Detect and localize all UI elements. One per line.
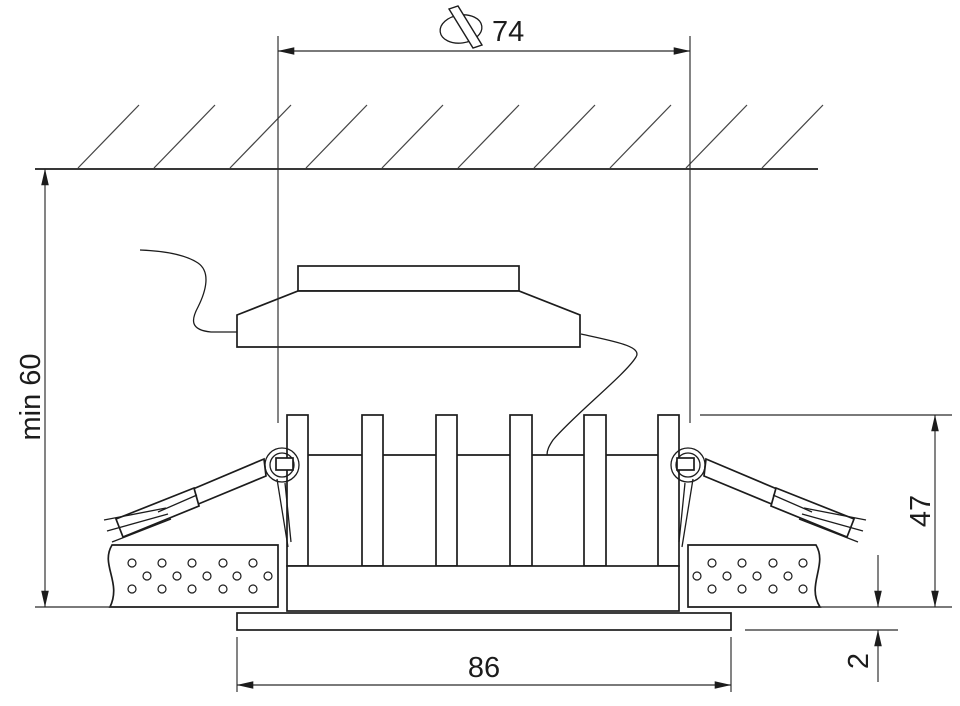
dimension-cutout-diameter: 74 bbox=[277, 5, 691, 423]
spring-clip-left bbox=[103, 447, 300, 548]
trim-flange bbox=[236, 612, 732, 631]
clip-pivot-block bbox=[275, 457, 294, 471]
driver-to-lamp-wire bbox=[546, 333, 638, 456]
hatch-pattern bbox=[77, 104, 824, 169]
dimension-min-recess-depth: min 60 bbox=[15, 168, 113, 608]
clip-arm bbox=[703, 457, 778, 507]
dimension-trim-protrusion: 2 bbox=[745, 555, 898, 682]
clip-plate bbox=[114, 486, 201, 539]
clip-spring-fingers bbox=[103, 507, 172, 543]
clip-pivot-outer bbox=[670, 447, 706, 483]
trim-protrusion-label: 2 bbox=[843, 653, 875, 669]
drill-hole-diameter-icon bbox=[439, 5, 484, 49]
board-texture-dots bbox=[127, 558, 273, 594]
ceiling-board-left bbox=[107, 544, 279, 608]
flange-diameter-label: 86 bbox=[468, 652, 500, 684]
clip-pivot-block bbox=[676, 457, 695, 471]
clip-pivot-inner bbox=[269, 452, 295, 478]
ceiling-structure-section bbox=[35, 104, 824, 170]
clip-pivot-outer bbox=[264, 447, 300, 483]
lamp-housing bbox=[286, 565, 680, 612]
luminaire-body bbox=[236, 414, 732, 631]
clip-arm bbox=[192, 457, 267, 507]
clip-plate bbox=[769, 486, 856, 539]
heatsink-fins bbox=[286, 414, 680, 567]
spring-clip-right bbox=[670, 447, 867, 548]
housing-height-label: 47 bbox=[905, 495, 937, 527]
min-recess-depth-label: min 60 bbox=[15, 353, 47, 440]
dimension-flange-diameter: 86 bbox=[236, 637, 732, 692]
board-texture-dots bbox=[692, 558, 808, 594]
clip-spring-fingers bbox=[798, 507, 867, 543]
driver-body bbox=[236, 290, 581, 348]
supply-wire-left bbox=[139, 249, 237, 333]
dimension-housing-height: 47 bbox=[700, 414, 952, 608]
driver-unit bbox=[139, 249, 638, 456]
cutout-diameter-label: 74 bbox=[492, 16, 524, 48]
driver-lid bbox=[297, 265, 520, 292]
ceiling-board-right bbox=[687, 544, 822, 608]
clip-pivot-inner bbox=[675, 452, 701, 478]
